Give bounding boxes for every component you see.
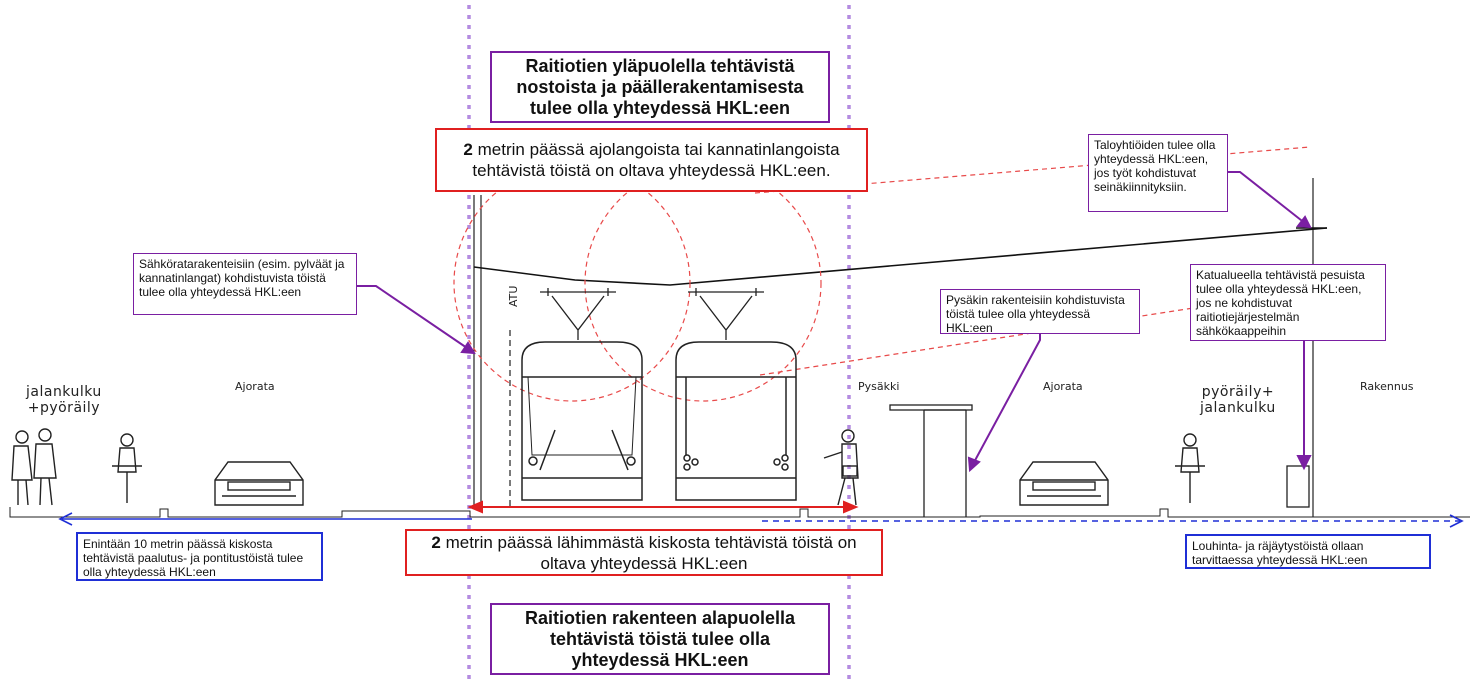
red-bottom-bold: 2 (431, 532, 441, 552)
callout-louhinta: Louhinta- ja räjäytystöistä ollaan tarvi… (1185, 534, 1431, 569)
red-top-rest: metrin päässä ajolangoista tai kannatinl… (472, 140, 840, 180)
label-atu: ATU (507, 285, 520, 307)
tram-right (675, 341, 797, 501)
callout-sahkorata: Sähköratarakenteisiin (esim. pylväät ja … (133, 253, 357, 315)
rail-distance-arrow (467, 500, 859, 514)
red-clearance-box-bottom: 2 metrin päässä lähimmästä kiskosta teht… (405, 529, 883, 576)
callout-sahkorata-text: Sähköratarakenteisiin (esim. pylväät ja … (139, 257, 345, 299)
label-pysakki: Pysäkki (858, 380, 900, 393)
callout-pysakki: Pysäkin rakenteisiin kohdistuvista töist… (940, 289, 1140, 335)
blue-arrows (58, 512, 1464, 528)
label-ajorata-left: Ajorata (235, 380, 275, 393)
cyclist-left (112, 433, 142, 503)
pedestrian-stop (823, 429, 859, 506)
red-top-text: 2 metrin päässä ajolangoista tai kannati… (447, 139, 856, 181)
ground-profile (9, 506, 1470, 518)
cyclist-right (1175, 433, 1205, 503)
callout-paalutus-text: Enintään 10 metrin päässä kiskosta tehtä… (83, 537, 304, 579)
red-bottom-text: 2 metrin päässä lähimmästä kiskosta teht… (417, 532, 871, 574)
top-info-text: Raitiotien yläpuolella tehtävistä nostoi… (516, 55, 804, 118)
bottom-info-text: Raitiotien rakenteen alapuolella tehtävi… (524, 607, 796, 670)
callout-katualue: Katualueella tehtävistä pesuista tulee o… (1190, 264, 1386, 341)
clearance-circle-left (453, 164, 691, 402)
zone-divider-lines (467, 5, 851, 683)
callout-paalutus: Enintään 10 metrin päässä kiskosta tehtä… (76, 532, 323, 581)
label-ajorata-right: Ajorata (1043, 380, 1083, 393)
top-info-box: Raitiotien yläpuolella tehtävistä nostoi… (490, 51, 830, 123)
label-rakennus: Rakennus (1360, 380, 1414, 393)
callout-katualue-text: Katualueella tehtävistä pesuista tulee o… (1196, 268, 1365, 338)
callout-leaders (357, 171, 1312, 473)
pantographs (540, 288, 764, 340)
callout-taloyhtiot-text: Taloyhtiöiden tulee olla yhteydessä HKL:… (1094, 138, 1216, 194)
red-bottom-rest: metrin päässä lähimmästä kiskosta tehtäv… (440, 532, 857, 573)
car-right (1019, 461, 1109, 506)
callout-pysakki-text: Pysäkin rakenteisiin kohdistuvista töist… (946, 293, 1125, 335)
clearance-circle-right (584, 164, 822, 402)
car-left (214, 461, 304, 506)
electrical-cabinet (1286, 465, 1310, 508)
callout-taloyhtiot: Taloyhtiöiden tulee olla yhteydessä HKL:… (1088, 134, 1228, 212)
label-jalankulku-left: jalankulku +pyöräily (26, 384, 102, 416)
stop-shelter (889, 404, 973, 517)
red-clearance-box-top: 2 metrin päässä ajolangoista tai kannati… (435, 128, 868, 192)
callout-louhinta-text: Louhinta- ja räjäytystöistä ollaan tarvi… (1192, 539, 1368, 567)
tram-left (521, 341, 643, 501)
bottom-info-box: Raitiotien rakenteen alapuolella tehtävi… (490, 603, 830, 675)
pedestrians-left (11, 428, 57, 506)
poles (473, 178, 1314, 517)
label-pyoraily-right: pyöräily+ jalankulku (1200, 384, 1276, 416)
red-top-bold: 2 (463, 140, 473, 159)
